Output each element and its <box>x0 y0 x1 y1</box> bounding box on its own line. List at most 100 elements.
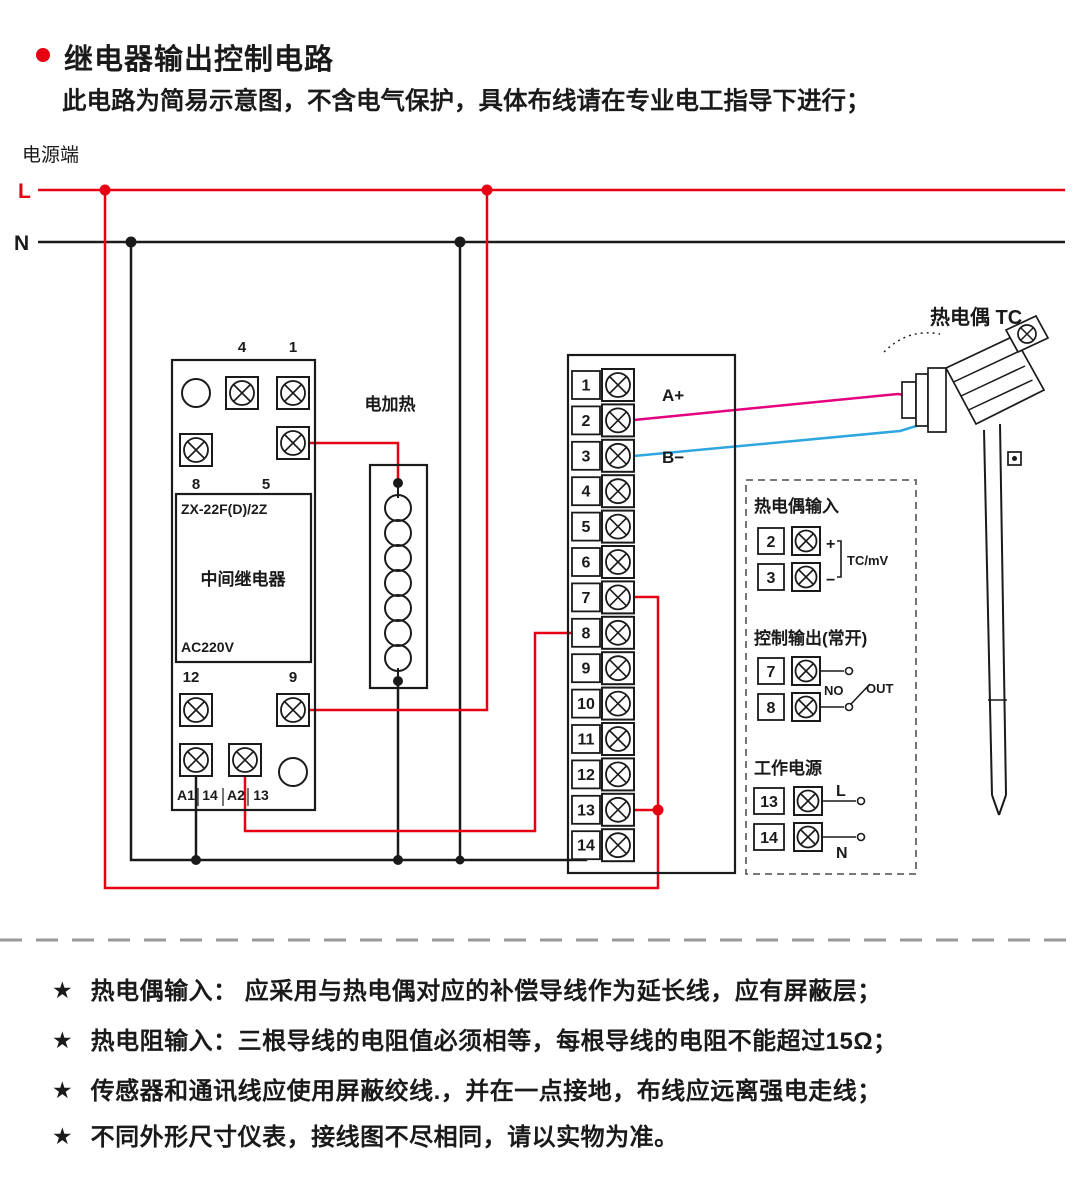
thermocouple-cable-dotted <box>883 332 941 353</box>
power-node <box>856 832 866 842</box>
relay-round-terminal-icon <box>181 378 211 408</box>
terminal-number-box <box>571 794 601 825</box>
heater-coil-turn <box>384 519 412 547</box>
terminal-number-box <box>571 830 601 861</box>
relay-terminal-label: 1 <box>289 339 297 356</box>
relay-body <box>174 492 313 664</box>
terminal-row-14: 14 <box>571 828 635 863</box>
relay-coil-label: 14 <box>202 787 218 803</box>
terminal-number-box <box>571 370 601 400</box>
terminal-number-box <box>757 563 785 591</box>
tc-cap-screw-cross <box>1020 327 1034 341</box>
terminal-row-11: 11 <box>571 722 635 756</box>
terminal-number: 8 <box>767 700 776 717</box>
terminal-row-13: 13 <box>571 792 635 827</box>
no-label: NO <box>824 683 844 698</box>
terminal-row-7: 7 <box>571 580 635 615</box>
screw-terminal-icon <box>601 545 635 579</box>
terminal-row-3: 3 <box>571 438 635 473</box>
n-rail-label: N <box>14 232 29 255</box>
screw-terminal-icon <box>228 743 262 777</box>
terminal-number-box <box>571 582 601 613</box>
contact-blade <box>850 683 871 705</box>
terminal-row-2: 2 <box>571 403 635 438</box>
n-label: N <box>836 845 848 862</box>
tc-hatch-line <box>960 365 1026 397</box>
relay-terminal-label: 8 <box>192 476 200 493</box>
relay-terminal-label: 12 <box>183 669 200 686</box>
wire-l-to-relay9 <box>309 190 489 712</box>
signal-type-label: TC/mV <box>847 553 889 568</box>
screw-terminal-icon <box>601 686 635 721</box>
screw-terminal-icon <box>601 792 635 827</box>
tc-probe-edge <box>983 429 993 796</box>
note-item: ★ 不同外形尺寸仪表，接线图不尽相同，请以实物为准。 <box>52 1122 1052 1153</box>
screw-terminal-icon <box>791 526 821 556</box>
thermocouple-label: 热电偶 TC <box>930 305 1022 329</box>
tc-probe-tip <box>998 794 1007 816</box>
a-plus-label: A+ <box>662 386 684 405</box>
control-output-title: 控制输出(常开) <box>754 628 867 648</box>
terminal-number-box <box>571 476 601 507</box>
heater-terminal-dot <box>393 478 403 488</box>
screw-terminal-icon <box>179 743 213 777</box>
terminal-number: 2 <box>582 413 591 430</box>
star-bullet-icon: ★ <box>52 1077 73 1103</box>
relay-coil-label: A1 <box>177 787 195 803</box>
l-label: L <box>836 783 846 800</box>
screw-terminal-icon <box>601 474 635 509</box>
terminal-number: 10 <box>577 696 595 713</box>
terminal-number-box <box>571 688 601 719</box>
terminal-number: 3 <box>582 448 591 465</box>
junction-dot <box>652 804 664 816</box>
terminal-number-box <box>757 657 785 685</box>
contact-node <box>844 666 854 676</box>
terminal-number-box <box>753 787 785 815</box>
screw-terminal-icon <box>791 656 821 686</box>
terminal-row-10: 10 <box>571 686 635 721</box>
terminal-number-box <box>571 511 601 542</box>
note-text: 热电阻输入：三根导线的电阻值必须相等，每根导线的电阻不能超过15Ω； <box>90 1028 898 1055</box>
star-bullet-icon: ★ <box>52 977 73 1003</box>
heater-terminal-dot <box>393 676 403 686</box>
power-terminal-label: 电源端 <box>22 145 80 166</box>
terminal-number-box <box>571 440 601 471</box>
relay-name: 中间继电器 <box>201 569 287 589</box>
terminal-number: 14 <box>760 830 778 847</box>
b-minus-label: B− <box>662 448 684 467</box>
terminal-number-box <box>571 724 601 754</box>
screw-terminal-icon <box>601 403 635 438</box>
relay-model: ZX-22F(D)/2Z <box>181 501 268 517</box>
screw-terminal-icon <box>601 651 635 686</box>
note-text: 不同外形尺寸仪表，接线图不尽相同，请以实物为准。 <box>90 1124 679 1151</box>
terminal-number: 7 <box>767 664 776 681</box>
terminal-row-1: 1 <box>571 368 635 402</box>
heater-outline <box>368 463 429 690</box>
screw-terminal-icon <box>225 376 259 410</box>
heater-coil-turn <box>384 644 412 672</box>
title-bullet-icon <box>36 48 50 62</box>
terminal-number-box <box>571 759 601 790</box>
out-label: OUT <box>866 681 894 696</box>
heater: 电加热 <box>365 394 429 690</box>
relay-terminal-label: 5 <box>262 476 270 493</box>
note-item: ★ 热电偶输入： 应采用与热电偶对应的补偿导线作为延长线，应有屏蔽层； <box>52 976 1052 1007</box>
terminal-number: 12 <box>577 767 595 784</box>
note-text: 热电偶输入： 应采用与热电偶对应的补偿导线作为延长线，应有屏蔽层； <box>90 978 882 1005</box>
page-subtitle: 此电路为简易示意图，不含电气保护，具体布线请在专业电工指导下进行； <box>62 88 871 115</box>
screw-terminal-icon <box>601 615 635 650</box>
terminal-number: 9 <box>582 661 591 678</box>
terminal-number: 4 <box>582 484 591 501</box>
io-panel-outline <box>745 479 917 875</box>
terminal-row-4: 4 <box>571 474 635 509</box>
screw-terminal-icon <box>601 580 635 615</box>
heater-coil-turn <box>384 569 412 597</box>
thermocouple: 热电偶 TC <box>883 305 1050 816</box>
minus-sign: − <box>826 572 835 589</box>
terminal-number: 3 <box>767 570 776 587</box>
terminal-number: 5 <box>582 519 591 536</box>
heater-coil-turn <box>384 619 412 647</box>
page-title: 继电器输出控制电路 <box>64 44 335 76</box>
wire-l-to-terminal7 <box>103 190 660 890</box>
